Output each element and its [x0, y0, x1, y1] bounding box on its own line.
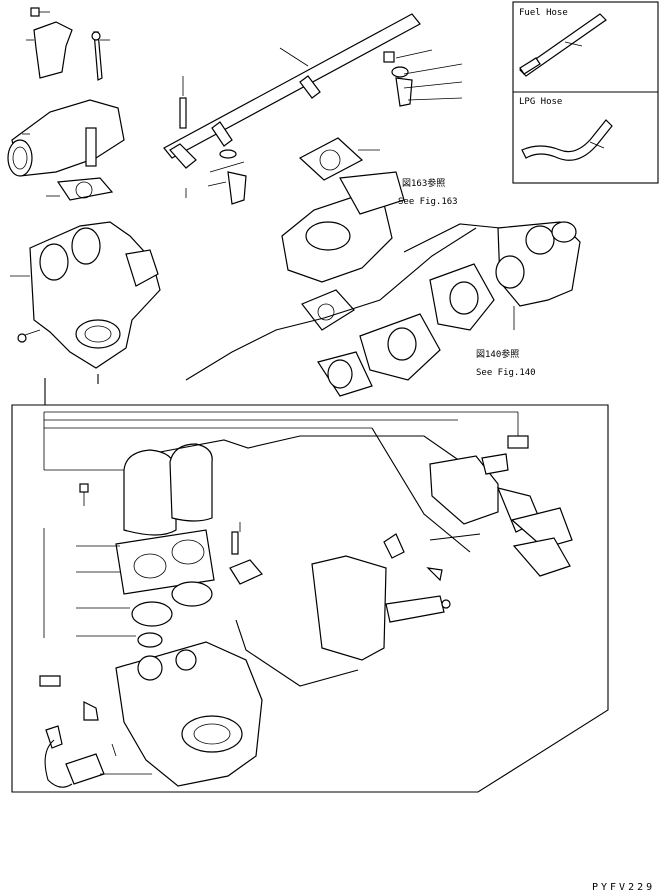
lpg-hose-drawing — [521, 119, 613, 161]
fig163-reference: 図163参照 See Fig.163 — [398, 177, 458, 207]
throttle-body-assembly — [7, 7, 125, 201]
fig163-ref-jp: 図163参照 — [402, 177, 445, 189]
fig140-ref-en: See Fig.140 — [476, 368, 536, 378]
fig140-ref-jp: 図140参照 — [476, 348, 519, 360]
exhaust-manifold — [317, 221, 581, 397]
hose-inset-box: Fuel Hose LPG Hose — [512, 1, 659, 184]
fig163-ref-en: See Fig.163 — [398, 197, 458, 207]
lower-assembly-frame — [11, 378, 609, 793]
regulator-assembly — [10, 221, 161, 384]
fuel-hose-title: Fuel Hose — [519, 8, 568, 18]
lower-parts — [39, 427, 573, 788]
drawing-code: PYFV229 — [592, 882, 655, 893]
lpg-hose-title: LPG Hose — [519, 97, 562, 107]
intake-manifold-area — [185, 137, 501, 381]
fuel-rail-assembly — [163, 13, 463, 205]
fig140-reference: 図140参照 See Fig.140 — [476, 348, 536, 378]
fuel-hose-drawing — [519, 13, 607, 77]
